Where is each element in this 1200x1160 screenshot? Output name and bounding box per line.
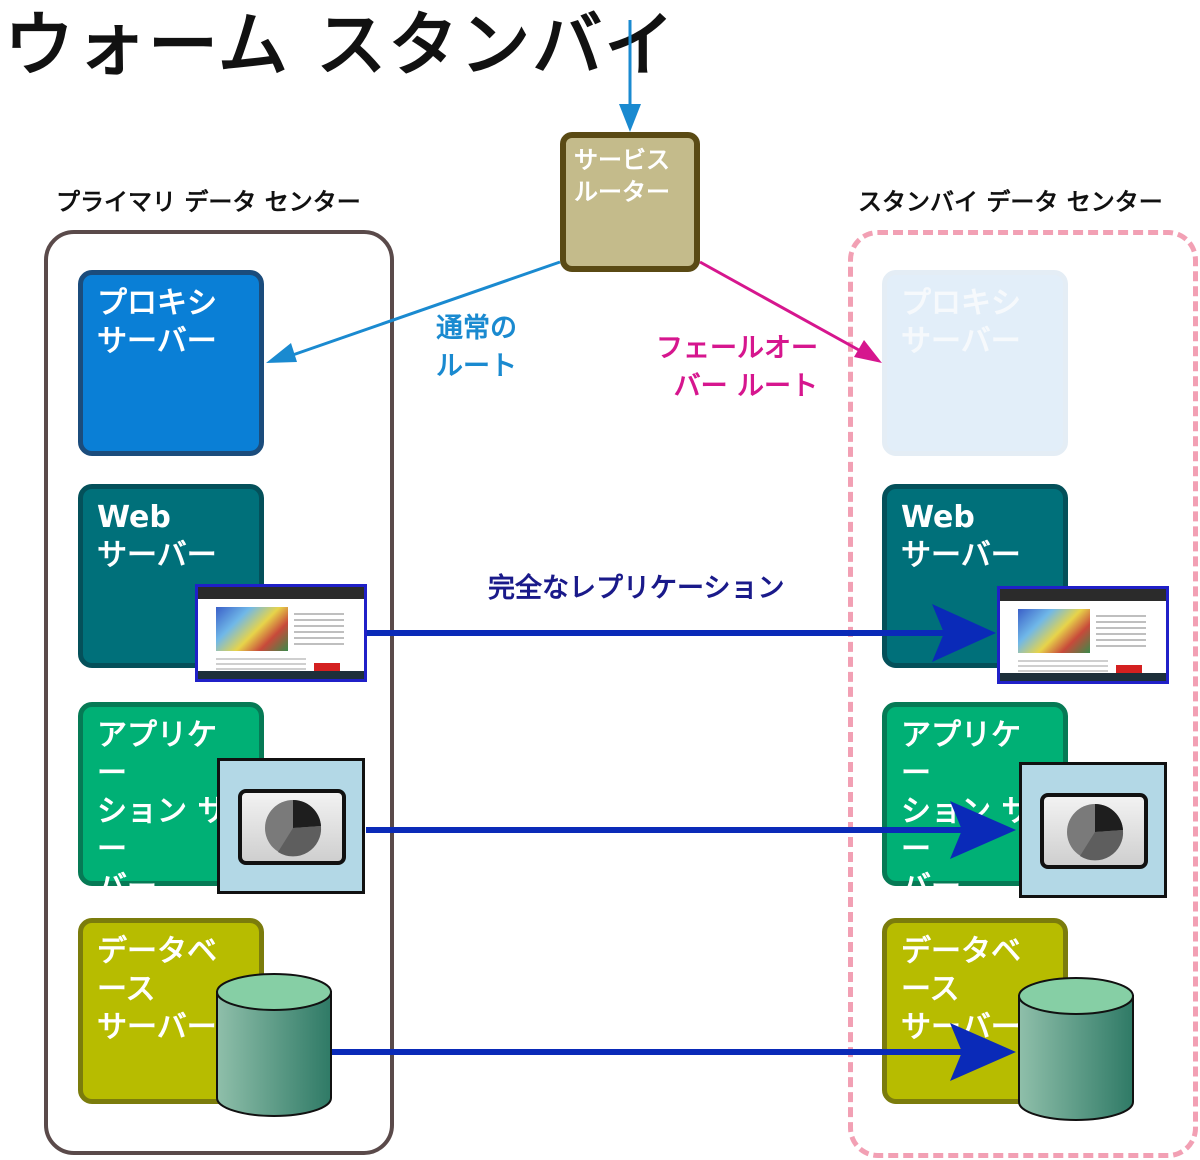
incoming-arrow [619,20,641,132]
web-screenshot-icon [997,586,1169,684]
primary-proxy-server: プロキシ サーバー [78,270,264,456]
replication-label: 完全なレプリケーション [488,573,785,604]
db-replication-arrow [330,1023,1016,1081]
database-icon [1018,977,1134,1121]
pie-chart-icon [217,758,365,894]
primary-datacenter [44,230,394,1155]
normal-route-label: 通常の ルート [436,313,517,382]
failover-route-arrow [699,260,882,363]
failover-route-label: フェールオー バー ルート [656,333,818,402]
web-replication-arrow [366,604,996,662]
database-icon [216,973,332,1117]
web-screenshot-icon [195,584,367,682]
app-replication-arrow [366,801,1016,859]
normal-route-arrow [266,260,561,363]
standby-dc-label: スタンバイ データ センター [858,188,1163,216]
standby-proxy-server: プロキシ サーバー [882,270,1068,456]
standby-datacenter [848,230,1198,1158]
pie-chart-icon [1019,762,1167,898]
service-router: サービス ルーター [560,132,700,272]
page-title: ウォーム スタンバイ [4,4,677,86]
primary-dc-label: プライマリ データ センター [56,188,361,216]
